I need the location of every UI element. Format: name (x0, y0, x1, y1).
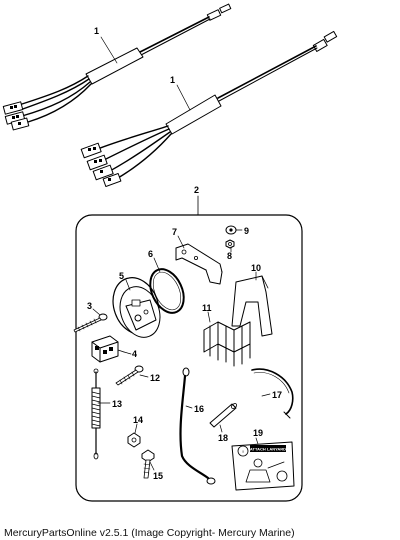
callout-12: 12 (150, 373, 160, 383)
mounting-plate[interactable] (105, 271, 166, 343)
pin-18[interactable] (209, 403, 238, 428)
nut-14[interactable] (127, 432, 141, 448)
callout-11: 11 (202, 303, 212, 313)
callout-7: 7 (172, 227, 177, 237)
screw-12[interactable] (115, 365, 144, 386)
callout-2: 2 (194, 185, 199, 195)
callout-16: 16 (194, 404, 204, 414)
callout-18: 18 (218, 433, 228, 443)
callout-14: 14 (133, 415, 143, 425)
callout-5: 5 (119, 271, 124, 281)
callout-4: 4 (132, 349, 137, 359)
callout-1b: 1 (170, 75, 175, 85)
spring-clip[interactable] (203, 321, 251, 367)
callout-3: 3 (87, 301, 92, 311)
callout-9: 9 (244, 226, 249, 236)
washer-9[interactable] (225, 225, 237, 235)
callout-6: 6 (148, 249, 153, 259)
nut-8[interactable] (225, 239, 235, 249)
callout-10: 10 (251, 263, 261, 273)
coil-spring[interactable] (91, 368, 101, 460)
screw-icon[interactable] (73, 313, 108, 333)
ring-icon[interactable] (144, 264, 191, 318)
svg-text:!: ! (242, 449, 243, 454)
decal-title: ATTACH LANYARD (250, 447, 286, 452)
callout-8: 8 (227, 251, 232, 261)
callout-15: 15 (153, 471, 163, 481)
clip-icon[interactable] (231, 275, 273, 337)
retaining-strap[interactable] (251, 368, 294, 419)
leader-lines (92, 36, 271, 471)
wiring-harness-lower[interactable] (80, 30, 338, 187)
parts-diagram: ! 1 1 2 3 4 5 6 7 8 9 (2, 3, 338, 502)
callout-1a: 1 (94, 26, 99, 36)
bracket[interactable] (175, 243, 223, 285)
connector-block[interactable] (91, 335, 125, 363)
callout-19: 19 (253, 428, 263, 438)
decal-icon[interactable]: ! (231, 441, 295, 491)
kit-outline (75, 214, 303, 502)
bolt-15[interactable] (141, 449, 155, 479)
callout-13: 13 (112, 399, 122, 409)
ground-cable[interactable] (179, 367, 216, 485)
wiring-harness-upper[interactable] (2, 3, 232, 131)
image-caption: MercuryPartsOnline v2.5.1 (Image Copyrig… (4, 527, 295, 539)
callout-17: 17 (272, 390, 282, 400)
